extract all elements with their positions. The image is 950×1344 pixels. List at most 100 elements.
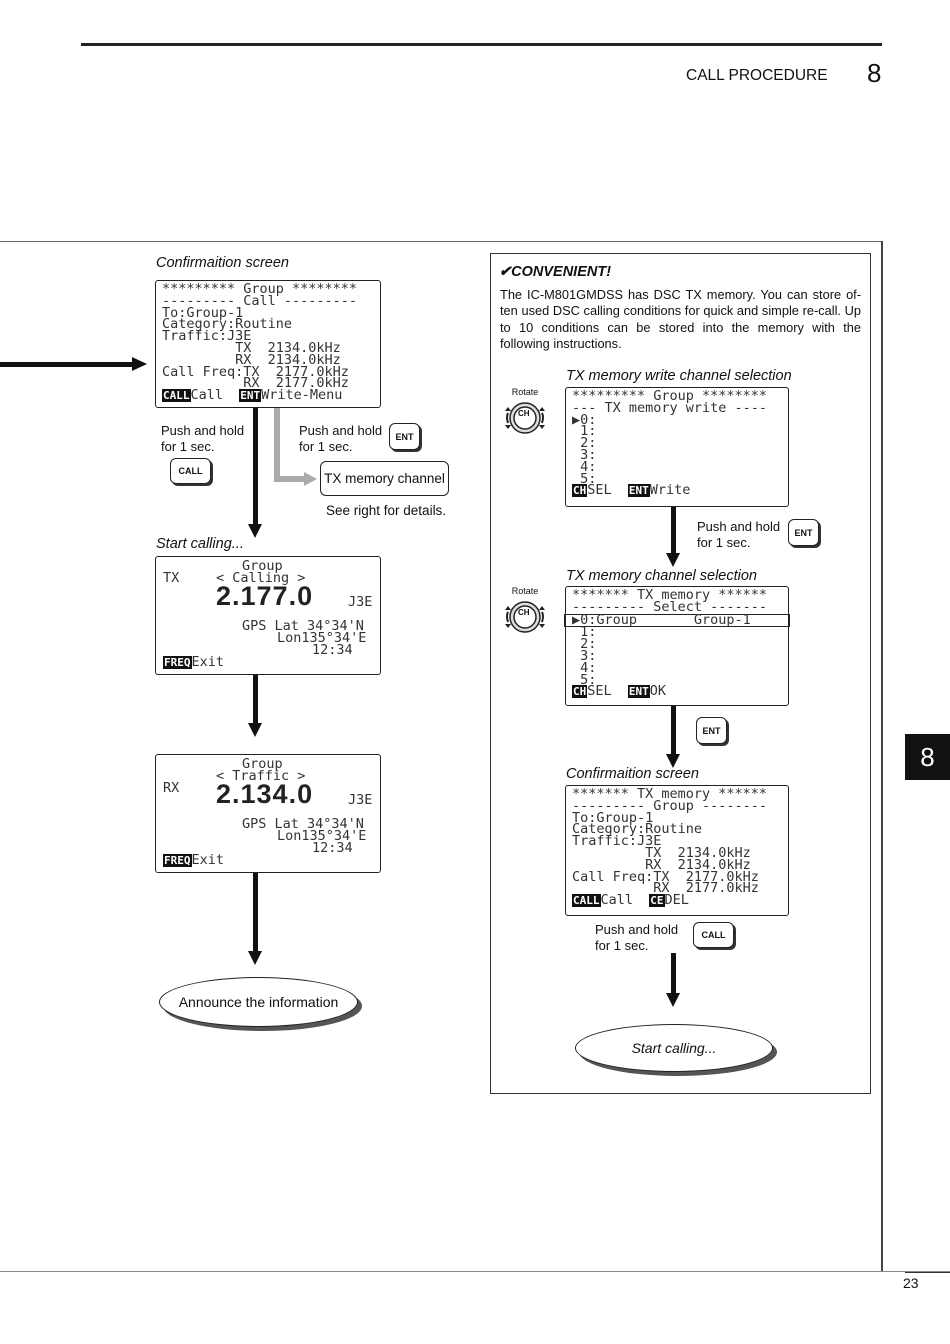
lcd-tx-mode: TX <box>163 570 180 586</box>
branch-arrow-vertical <box>274 408 280 482</box>
lcd-ch-key: CH <box>572 484 588 498</box>
push-hold-call-text: Push and hold for 1 sec. <box>161 423 245 454</box>
tx-memory-channel-box: TX memory channel <box>320 461 449 496</box>
convenient-intro: The IC-M801GMDSS has DSC TX memory. You … <box>500 287 861 351</box>
select-channel-caption: TX memory channel selection <box>566 568 757 584</box>
lcd-line: 1: <box>572 624 597 641</box>
lcd-line: Call Freq:TX 2177.0kHz <box>572 868 759 885</box>
lcd-sel-text: SEL <box>587 482 612 499</box>
announce-oval: Announce the information <box>159 977 358 1027</box>
lcd-ok-text: OK <box>649 683 667 700</box>
flow-arrow-1 <box>253 408 258 526</box>
call-key[interactable]: CALL <box>170 458 211 484</box>
ch-knob-label: CH <box>518 409 530 418</box>
lcd-call-key: CALL <box>162 389 191 403</box>
rotate-knob-2[interactable]: Rotate CH <box>502 586 548 641</box>
lcd-softkey-row: FREQExit <box>163 654 225 670</box>
lcd-ch-key: CH <box>572 685 588 699</box>
lcd-softkey-row: CALLCall ENTWrite-Menu <box>162 387 374 404</box>
write-channel-caption: TX memory write channel selection <box>566 368 792 384</box>
flow-arrow-6-head <box>666 993 680 1007</box>
left-confirm-caption: Confirmaition screen <box>156 255 289 271</box>
lcd-softkey-row: CHSEL ENTOK <box>572 683 782 700</box>
section-number: 8 <box>867 58 882 88</box>
content-frame-right <box>881 241 883 1272</box>
chapter-tab: 8 <box>905 734 950 780</box>
ch-knob-icon <box>505 601 545 633</box>
ent-key-2[interactable]: ENT <box>788 519 819 546</box>
lcd-frequency: 2.177.0 <box>216 581 314 611</box>
lcd-line: 2: <box>572 435 597 452</box>
lcd-gps-lat: GPS Lat 34°34'N <box>242 618 364 634</box>
start-calling-label: Start calling... <box>631 1040 717 1056</box>
lcd-write-menu-text: Write-Menu <box>261 387 343 404</box>
write-channel-lcd: ********* Group ******** --- TX memory w… <box>565 387 789 507</box>
flow-arrow-1-head <box>248 524 262 538</box>
calling-lcd: Group TX < Calling > 2.177.0 J3E GPS Lat… <box>155 556 381 675</box>
lcd-freq-key: FREQ <box>163 656 192 669</box>
lcd-calling-status: < Calling > <box>216 570 306 586</box>
branch-arrow-head <box>304 472 317 486</box>
lcd-selected-line: ▶0:Group Group-1 <box>564 613 790 628</box>
flow-arrow-4 <box>671 507 676 555</box>
lcd-gps-lon: Lon135°34'E <box>277 828 367 844</box>
lcd-write-text: Write <box>649 482 691 499</box>
push-hold-ent-text: Push and hold for 1 sec. <box>299 423 383 454</box>
lcd-line: --------- Call --------- <box>162 292 358 309</box>
lcd-freq-key: FREQ <box>163 854 192 867</box>
announce-label: Announce the information <box>178 994 339 1010</box>
rotate-knob-1[interactable]: Rotate CH <box>502 387 548 442</box>
lcd-line: 5: <box>572 470 597 487</box>
lcd-traffic-status: < Traffic > <box>216 768 306 784</box>
lcd-rx-mode: RX <box>163 780 180 796</box>
left-confirm-lcd: ********* Group ******** --------- Call … <box>155 280 381 408</box>
push-hold-ent-text-2: Push and hold for 1 sec. <box>697 519 781 550</box>
chapter-tab-number: 8 <box>920 741 935 772</box>
lcd-ent-key: ENT <box>239 389 262 403</box>
lcd-line: To:Group-1 <box>162 304 244 321</box>
lcd-call-key: CALL <box>572 894 601 908</box>
lcd-line: Call Freq:TX 2177.0kHz <box>162 363 349 380</box>
lcd-line: ********* Group ******** <box>162 281 358 297</box>
lcd-ent-key: ENT <box>627 484 650 498</box>
lcd-line: ▶0: <box>572 411 597 428</box>
lcd-group-title: Group <box>242 558 283 574</box>
flow-arrow-2-head <box>248 723 262 737</box>
lcd-exit-text: Exit <box>191 654 225 670</box>
lcd-ent-key: ENT <box>627 685 650 699</box>
see-right-note: See right for details. <box>326 503 447 518</box>
call-key-2[interactable]: CALL <box>693 922 734 948</box>
content-frame-top <box>0 241 882 242</box>
start-calling-oval: Start calling... <box>575 1024 773 1072</box>
lcd-line: To:Group-1 <box>572 809 654 826</box>
section-title: CALL PROCEDURE <box>686 67 828 84</box>
lcd-time: 12:34 <box>312 840 353 856</box>
page-number: 23 <box>903 1275 919 1291</box>
lcd-line: 1: <box>572 423 597 440</box>
lcd-line: Traffic:J3E <box>162 328 252 345</box>
lcd-line: TX 2134.0kHz <box>572 844 751 861</box>
lcd-line: RX 2177.0kHz <box>572 880 759 897</box>
select-channel-lcd: ******* TX memory ****** --------- Selec… <box>564 586 790 706</box>
convenient-panel <box>490 253 871 1094</box>
lcd-time: 12:34 <box>312 642 353 658</box>
right-confirm-caption: Confirmaition screen <box>566 766 699 782</box>
lcd-softkey-row: CHSEL ENTWrite <box>572 482 782 499</box>
lcd-line: ********* Group ******** <box>572 388 768 404</box>
flow-arrow-5 <box>671 706 676 756</box>
ch-knob-icon <box>505 402 545 434</box>
flow-arrow-3 <box>253 873 258 953</box>
tx-memory-channel-label: TX memory channel <box>324 471 445 486</box>
ch-knob-label: CH <box>518 608 530 617</box>
incoming-arrow-shaft <box>0 362 134 367</box>
lcd-line: ******* TX memory ****** <box>572 587 768 603</box>
ent-key[interactable]: ENT <box>389 423 420 450</box>
flow-arrow-4-head <box>666 553 680 567</box>
lcd-line: Category:Routine <box>572 821 703 838</box>
lcd-exit-text: Exit <box>191 852 225 868</box>
incoming-arrow-head <box>132 357 147 371</box>
lcd-call-text: Call <box>600 892 634 909</box>
ent-key-3[interactable]: ENT <box>696 717 727 744</box>
lcd-line: --- TX memory write ---- <box>572 399 768 416</box>
lcd-line: 3: <box>572 446 597 463</box>
